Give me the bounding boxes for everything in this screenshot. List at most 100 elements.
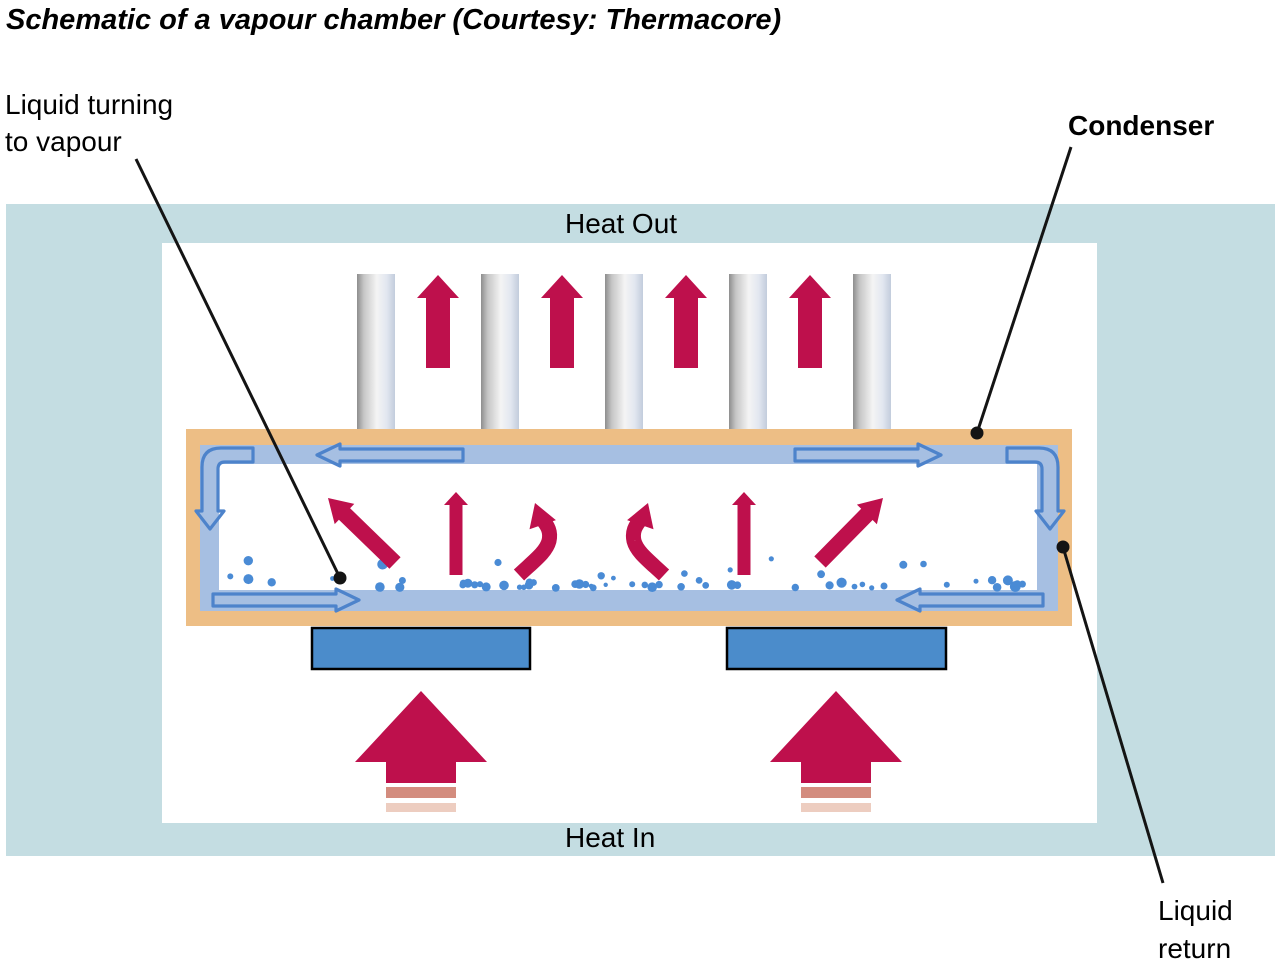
liquid-droplet: [836, 577, 847, 588]
vapour-rise-arrow-icon: [513, 503, 558, 581]
liquid-droplet: [727, 567, 733, 573]
liquid-droplet: [973, 578, 979, 584]
heat-in-arrow-stripe: [801, 803, 871, 812]
heat-out-arrow-icon: [417, 275, 459, 368]
pointer-line-liquid-turning: [134, 158, 342, 579]
heat-out-arrow-icon: [541, 275, 583, 368]
liquid-droplet: [768, 556, 774, 562]
liquid-droplet: [227, 573, 234, 580]
liquid-droplet: [589, 584, 597, 592]
label-liquid-turning: Liquid turning to vapour: [5, 86, 173, 160]
vapour-rise-arrow-icon: [625, 503, 670, 581]
pointer-dot: [970, 426, 984, 440]
heat-in-arrow-stripe: [801, 787, 871, 798]
liquid-droplet: [629, 581, 636, 588]
vapour-flow-arrow-icon: [315, 442, 465, 468]
liquid-droplet: [791, 583, 799, 592]
heat-source-block: [310, 626, 532, 671]
vapour-rise-arrow-icon: [444, 492, 468, 575]
liquid-droplet: [655, 580, 663, 589]
condenser-fins: [357, 274, 891, 430]
liquid-droplet: [499, 580, 509, 591]
liquid-droplet: [375, 582, 385, 592]
label-liquid-return-line2: return: [1158, 933, 1232, 964]
liquid-droplet: [243, 574, 254, 585]
label-liquid-return: Liquid return: [1158, 892, 1233, 968]
liquid-droplet: [267, 578, 276, 587]
heat-out-arrows: [417, 275, 831, 368]
liquid-droplet: [574, 579, 585, 589]
pointer-dot: [333, 571, 347, 585]
liquid-droplet: [1002, 575, 1013, 586]
condensate-flow-arrow-icon: [194, 446, 255, 531]
liquid-droplet: [582, 580, 590, 589]
liquid-droplet: [825, 581, 834, 590]
liquid-droplet: [702, 582, 710, 589]
liquid-droplet: [1013, 580, 1022, 588]
heat-in-arrow-stripe: [386, 803, 456, 812]
liquid-droplet: [476, 581, 484, 588]
liquid-droplet: [920, 560, 927, 568]
heat-in-arrow-icon: [770, 691, 902, 783]
circulation-arrows: [194, 442, 1066, 613]
liquid-droplet: [398, 577, 406, 584]
liquid-droplet: [851, 583, 858, 590]
condenser-fin: [853, 274, 891, 430]
liquid-droplet: [880, 582, 888, 590]
liquid-droplet: [992, 583, 1002, 592]
liquid-droplet: [859, 581, 866, 588]
vapour-rise-arrow-icon: [732, 492, 756, 575]
liquid-droplet: [681, 570, 688, 577]
liquid-droplets: [227, 556, 1026, 592]
liquid-droplet: [481, 582, 491, 592]
pointer-dot: [1056, 540, 1070, 554]
liquid-droplet: [516, 584, 523, 590]
label-heat-out: Heat Out: [565, 208, 678, 239]
condenser-fin: [357, 274, 395, 430]
liquid-droplet: [641, 581, 649, 589]
condenser-fin: [605, 274, 643, 430]
liquid-droplet: [869, 585, 875, 591]
label-liquid-turning-line1: Liquid turning: [5, 89, 174, 120]
liquid-droplet: [243, 556, 253, 566]
liquid-droplet: [471, 581, 479, 589]
pointer-line-condenser: [975, 146, 1073, 434]
liquid-droplet: [530, 579, 537, 586]
liquid-droplet: [395, 582, 405, 592]
liquid-droplet: [521, 584, 527, 591]
liquid-droplet: [611, 575, 616, 581]
vapour-rise-arrow-icon: [328, 498, 401, 569]
liquid-droplet: [551, 584, 560, 592]
liquid-droplet: [726, 580, 737, 590]
label-condenser: Condenser: [1068, 110, 1215, 141]
liquid-droplet: [494, 558, 502, 567]
liquid-droplet: [603, 582, 608, 587]
condenser-fin: [729, 274, 767, 430]
liquid-droplet: [987, 576, 997, 585]
liquid-droplet: [459, 579, 468, 587]
pointer-lines: [134, 146, 1165, 884]
vapour-rise-arrows: [328, 492, 883, 581]
diagram-title: Schematic of a vapour chamber (Courtesy:…: [6, 4, 782, 36]
liquid-return-arrow-icon: [211, 587, 361, 613]
label-heat-in: Heat In: [565, 822, 656, 853]
heat-out-arrow-icon: [789, 275, 831, 368]
heat-in-arrow-stripe: [386, 787, 456, 798]
label-liquid-turning-line2: to vapour: [5, 126, 122, 157]
heat-in-arrows: [355, 691, 902, 812]
condenser-fin: [481, 274, 519, 430]
liquid-return-arrow-icon: [895, 587, 1045, 613]
label-liquid-return-line1: Liquid: [1158, 895, 1233, 926]
pointer-line-liquid-return: [1061, 546, 1165, 884]
heat-in-arrow-icon: [355, 691, 487, 783]
vapour-flow-arrow-icon: [793, 442, 943, 468]
liquid-droplet: [647, 582, 657, 592]
liquid-droplet: [597, 572, 605, 580]
liquid-droplet: [899, 560, 908, 569]
condensate-flow-arrow-icon: [1005, 446, 1066, 531]
liquid-droplet: [943, 581, 950, 588]
heat-source-block: [725, 626, 948, 671]
liquid-droplet: [677, 583, 685, 591]
